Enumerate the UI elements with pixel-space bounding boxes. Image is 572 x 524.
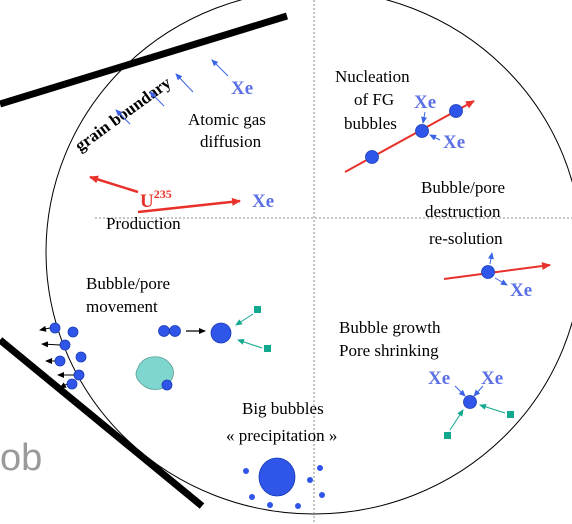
destruction-label-line2: destruction bbox=[425, 202, 501, 221]
u235-label: U235 bbox=[140, 187, 172, 212]
small-bubble-1 bbox=[243, 468, 249, 474]
small-bubble-7 bbox=[295, 503, 301, 509]
nucleation-label-line2: of FG bbox=[354, 90, 394, 109]
u235-superscript: 235 bbox=[154, 187, 172, 201]
growth-gas-square-1 bbox=[444, 432, 451, 439]
production-arrow-left bbox=[89, 175, 139, 194]
growth-xe-arrow-right bbox=[473, 385, 484, 397]
gb-arrow-1 bbox=[39, 325, 51, 332]
movement-gas-square-1 bbox=[254, 306, 261, 313]
movement-gas-square-2 bbox=[264, 345, 271, 352]
nucleation-bubble-2 bbox=[415, 124, 429, 138]
movement-bubble-a bbox=[158, 325, 170, 337]
growth-xe-right: Xe bbox=[481, 368, 503, 389]
gb-bubble-3 bbox=[59, 339, 71, 351]
production-xe: Xe bbox=[252, 191, 274, 212]
precipitation-label-line2: « precipitation » bbox=[226, 426, 337, 445]
growth-xe-arrow-left bbox=[454, 385, 466, 397]
diffusion-label-line1: Atomic gas bbox=[188, 110, 266, 129]
diffusion-arrow-3 bbox=[149, 91, 165, 107]
nucleation-xe-top: Xe bbox=[414, 92, 436, 113]
movement-gas-arrow-1 bbox=[235, 313, 254, 326]
destruction-xe: Xe bbox=[510, 280, 532, 301]
grain-boundary-top bbox=[0, 12, 289, 108]
movement-label-line1: Bubble/pore bbox=[86, 274, 170, 293]
gb-bubble-2 bbox=[67, 326, 79, 338]
diffusion-arrow-2 bbox=[175, 73, 194, 93]
nucleation-xe-arrow-top bbox=[421, 111, 428, 124]
small-bubble-3 bbox=[307, 477, 313, 483]
nucleation-bubble-3 bbox=[449, 104, 463, 118]
gb-arrow-2 bbox=[41, 341, 61, 348]
production-arrow-right bbox=[137, 197, 241, 214]
growth-bubble bbox=[463, 395, 477, 409]
movement-bubble-b bbox=[169, 325, 181, 337]
big-bubble bbox=[258, 457, 296, 497]
nucleation-label-line1: Nucleation bbox=[335, 67, 410, 86]
movement-merged-bubble bbox=[210, 322, 232, 344]
movement-label-line2: movement bbox=[86, 297, 158, 316]
destruction-bubble bbox=[481, 265, 495, 279]
growth-gas-arrow-1 bbox=[449, 409, 464, 431]
nucleation-xe-bottom: Xe bbox=[443, 132, 465, 153]
small-bubble-4 bbox=[249, 494, 255, 500]
diffusion-label-line2: diffusion bbox=[200, 132, 262, 151]
destruction-arrow-down bbox=[494, 277, 508, 286]
partial-text-fragment: ob bbox=[0, 437, 42, 479]
gb-bubble-7 bbox=[66, 378, 78, 390]
nucleation-bubble-1 bbox=[365, 150, 379, 164]
growth-label-line2: Pore shrinking bbox=[339, 341, 439, 360]
destruction-label-line1: Bubble/pore bbox=[421, 178, 505, 197]
nucleation-label-line3: bubbles bbox=[344, 114, 397, 133]
production-label: Production bbox=[106, 214, 181, 233]
pore-bubble bbox=[161, 379, 173, 391]
diffusion-arrow-4 bbox=[115, 109, 131, 125]
destruction-label-line3: re-solution bbox=[429, 229, 503, 248]
grain-boundary-bottom bbox=[0, 337, 205, 509]
destruction-red-arrow bbox=[443, 262, 551, 280]
gb-bubble-6 bbox=[73, 369, 85, 381]
diffusion-arrow-1 bbox=[211, 59, 229, 77]
growth-label-line1: Bubble growth bbox=[339, 318, 441, 337]
small-bubble-5 bbox=[319, 492, 325, 498]
movement-gas-arrow-2 bbox=[237, 339, 263, 349]
growth-xe-left: Xe bbox=[428, 368, 450, 389]
growth-gas-square-2 bbox=[507, 411, 514, 418]
gb-arrow-5 bbox=[59, 382, 68, 389]
growth-gas-arrow-2 bbox=[479, 403, 506, 414]
precipitation-label-line1: Big bubbles bbox=[242, 399, 324, 418]
gb-bubble-5 bbox=[54, 355, 66, 367]
small-bubble-2 bbox=[317, 465, 323, 471]
gb-bubble-4 bbox=[75, 351, 87, 363]
gb-bubble-1 bbox=[49, 322, 61, 334]
destruction-arrow-up bbox=[487, 252, 494, 265]
u235-base: U bbox=[140, 191, 154, 212]
diffusion-xe: Xe bbox=[231, 78, 253, 99]
nucleation-xe-arrow-bottom bbox=[429, 134, 441, 141]
small-bubble-6 bbox=[267, 502, 273, 508]
